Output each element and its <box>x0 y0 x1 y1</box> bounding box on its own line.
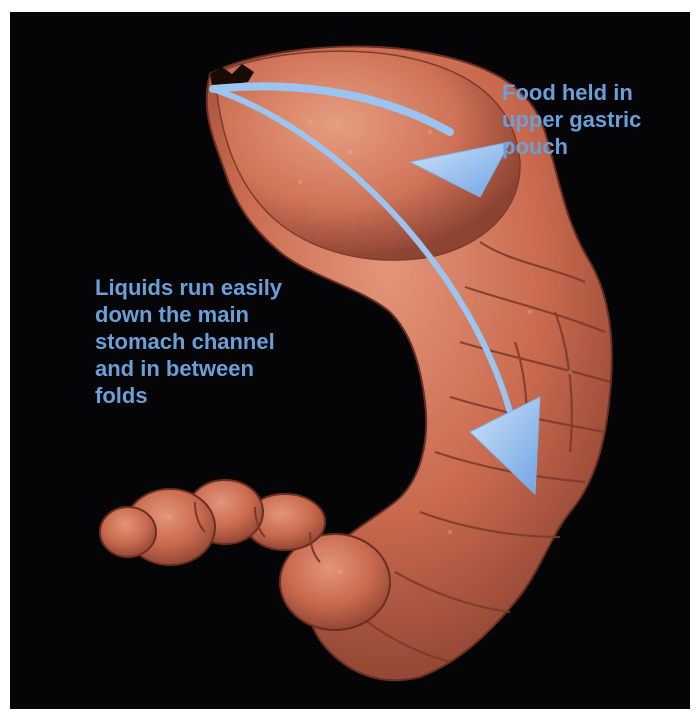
duodenum <box>100 480 390 630</box>
pouch-label: Food held in upper gastric pouch <box>502 79 690 160</box>
stomach-figure: Food held in upper gastric pouch Liquids… <box>10 12 690 709</box>
liquids-label: Liquids run easily down the main stomach… <box>95 274 375 409</box>
